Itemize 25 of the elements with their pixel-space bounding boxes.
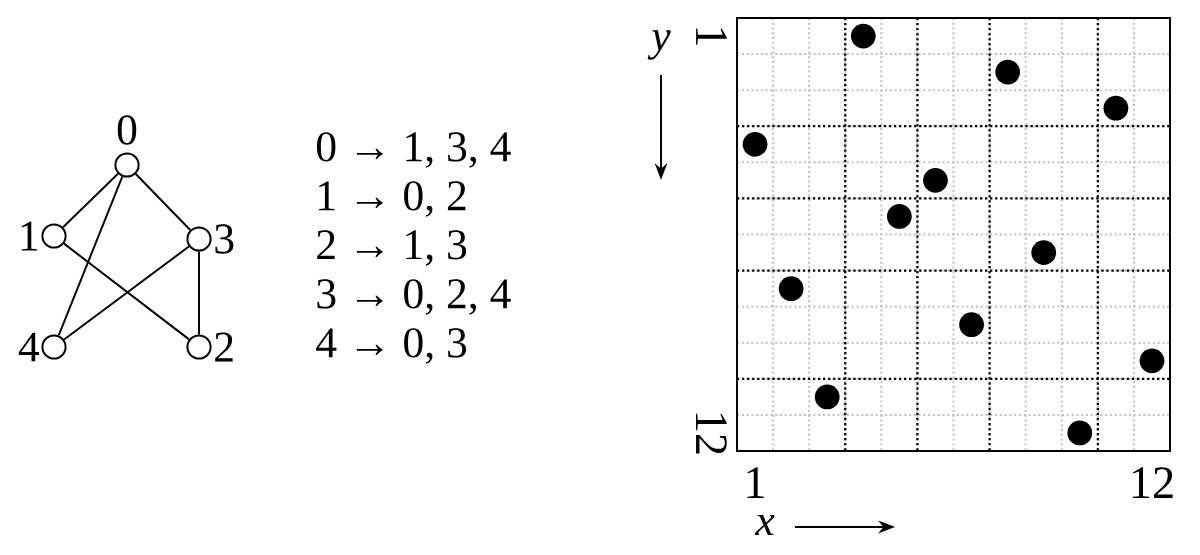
tick-label: 1 xyxy=(696,28,727,45)
tick-label: 12 xyxy=(696,413,727,454)
graph-vertex xyxy=(186,334,212,360)
adjacency-line: 3 → 0, 2, 4 xyxy=(317,279,511,315)
graph-vertex xyxy=(41,334,67,360)
graph-edge xyxy=(134,173,192,231)
graph-vertex xyxy=(186,226,212,252)
graph-vertex xyxy=(114,152,140,178)
graph-vertex xyxy=(41,223,67,249)
adjacency-line: 4 → 0, 3 xyxy=(316,328,467,364)
vertex-label: 1 xyxy=(21,221,38,251)
axis-label: x xyxy=(754,515,775,535)
adjacency-line: 1 → 0, 2 xyxy=(319,181,466,217)
vertex-label: 0 xyxy=(117,115,137,145)
tick-label: 1 xyxy=(747,467,764,498)
graph-edge xyxy=(198,250,200,336)
adjacency-line: 2 → 1, 3 xyxy=(317,230,467,266)
graph-edge xyxy=(57,175,124,337)
axis-label: y xyxy=(647,30,671,60)
vertex-label: 4 xyxy=(18,332,40,362)
vertex-label: 2 xyxy=(215,332,233,362)
tick-label: 12 xyxy=(1132,467,1173,498)
graph-edge xyxy=(62,172,119,229)
adjacency-line: 0 → 1, 3, 4 xyxy=(316,132,511,168)
vertex-label: 3 xyxy=(215,224,234,254)
